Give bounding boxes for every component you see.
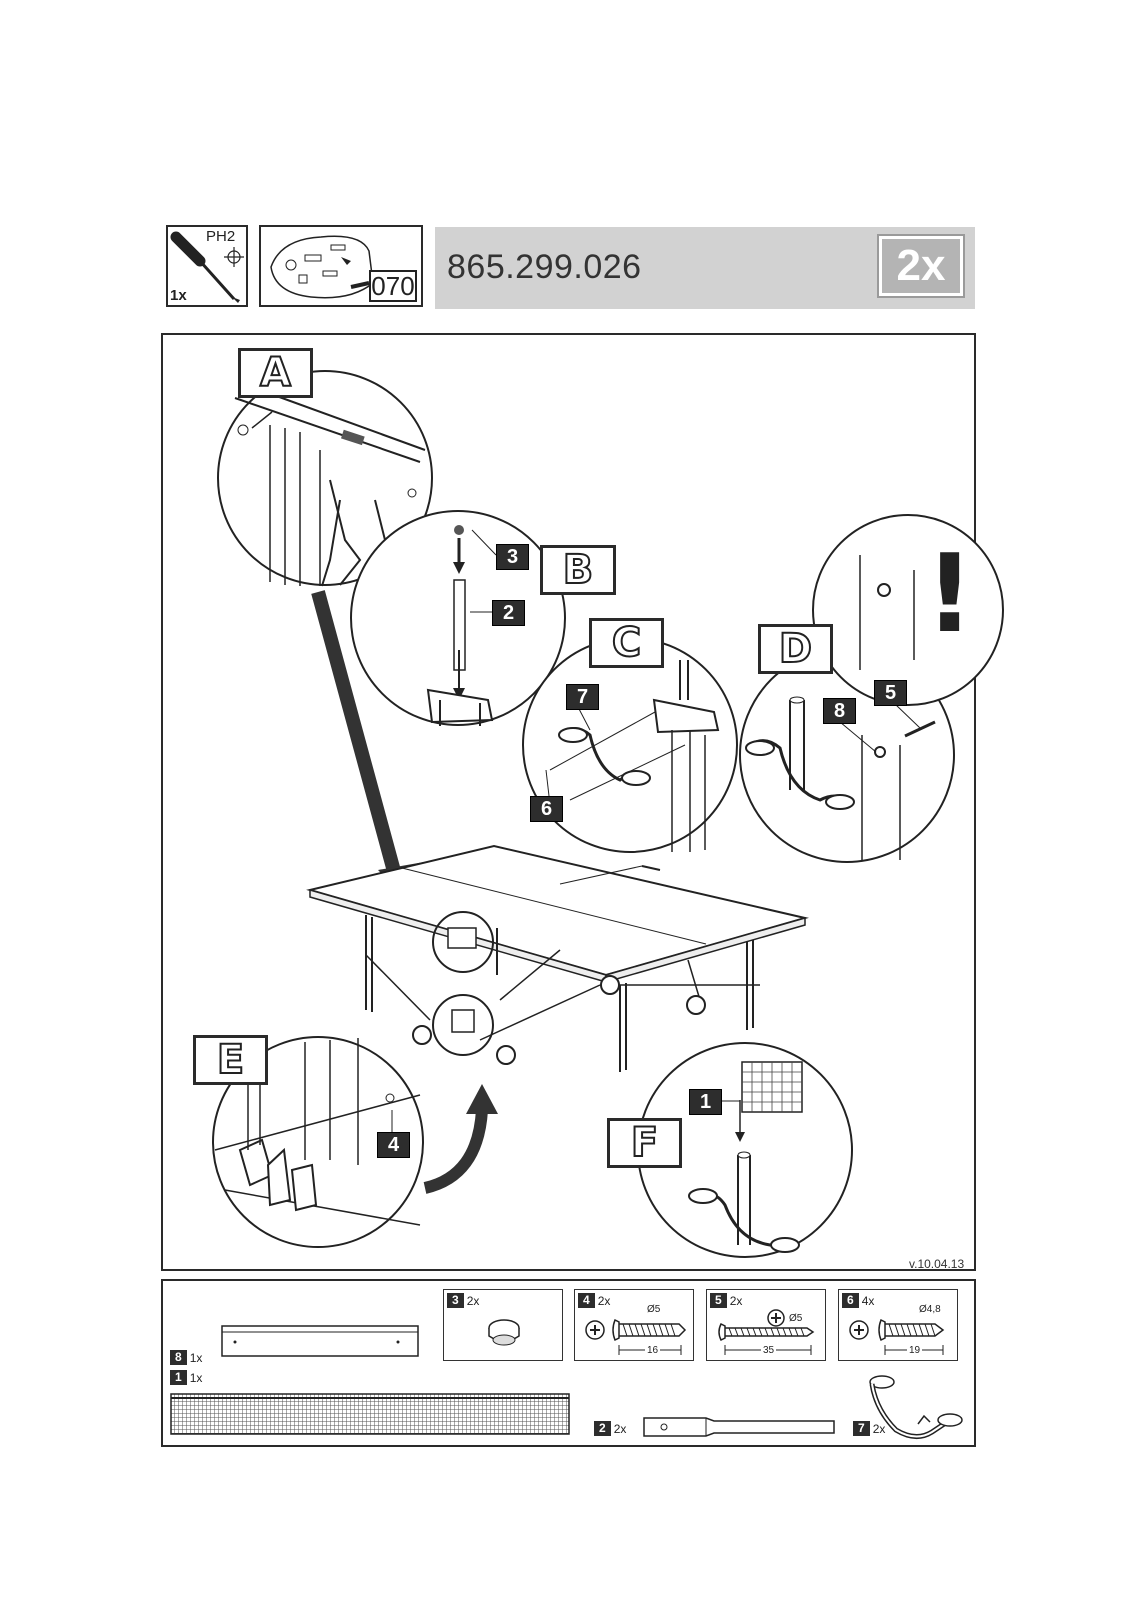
part-6-diameter: Ø4,8 [919, 1304, 941, 1315]
part-6-number: 6 [842, 1293, 859, 1309]
callout-6: 6 [530, 796, 563, 822]
part-4-quantity: 2x [597, 1293, 611, 1308]
step-f-label: F [607, 1118, 682, 1168]
part-5-quantity: 2x [729, 1293, 743, 1308]
part-8-number: 8 [170, 1350, 187, 1366]
callout-4: 4 [377, 1132, 410, 1158]
part-5-diameter: Ø5 [789, 1313, 803, 1324]
version-label: v.10.04.13 [909, 1257, 965, 1271]
part-4-length: 16 [645, 1345, 661, 1356]
part-number: 865.299.026 [447, 248, 642, 286]
set-quantity-badge: 2x [877, 234, 965, 298]
tool-quantity-label: 1x [170, 287, 187, 304]
part-4-number: 4 [578, 1293, 595, 1309]
hardware-bag-icon [270, 235, 374, 299]
part-6-quantity: 4x [861, 1293, 875, 1308]
part-8-quantity: 1x [189, 1350, 203, 1365]
warning-detail-illustration [812, 514, 1004, 706]
step-e-label: E [193, 1035, 268, 1085]
step-d-label: D [758, 624, 833, 674]
part-5-length: 35 [761, 1345, 777, 1356]
part-3-quantity: 2x [466, 1293, 480, 1308]
part-5-number: 5 [710, 1293, 727, 1309]
bag-code: 070 [369, 270, 417, 302]
detail-a-illustration [217, 370, 433, 587]
part-4-diameter: Ø5 [647, 1304, 661, 1315]
part-7-quantity: 2x [872, 1421, 886, 1436]
step-c-label: C [589, 618, 664, 668]
part-7-number: 7 [853, 1421, 870, 1437]
detail-b-illustration [350, 510, 566, 726]
callout-7: 7 [566, 684, 599, 710]
tool-screwdriver-box: PH2 1x [166, 225, 248, 307]
part-6-length: 19 [907, 1345, 923, 1356]
screwdriver-icon [170, 231, 244, 303]
part-2-number: 2 [594, 1421, 611, 1437]
callout-1: 1 [689, 1089, 722, 1115]
table-tennis-table-illustration [306, 844, 809, 1072]
part-8-strip-illustration [221, 1325, 419, 1357]
detail-e-illustration [212, 1036, 424, 1248]
callout-2: 2 [492, 600, 525, 626]
tool-size-label: PH2 [206, 228, 236, 245]
part-1-net-illustration [170, 1393, 570, 1435]
screw-6-icon [849, 1318, 945, 1355]
part-3-number: 3 [447, 1293, 464, 1309]
screw-4-icon [585, 1318, 687, 1355]
callout-3: 3 [496, 544, 529, 570]
part-2-quantity: 2x [613, 1421, 627, 1436]
warning-exclamation-icon: ! [925, 532, 975, 657]
end-cap-icon [488, 1319, 520, 1346]
part-7-bracket-illustration [869, 1375, 963, 1439]
callout-5: 5 [874, 680, 907, 706]
callout-8: 8 [823, 698, 856, 724]
part-1-number: 1 [170, 1370, 187, 1386]
step-a-label: A [238, 348, 313, 398]
step-b-label: B [540, 545, 616, 595]
part-2-post-illustration [643, 1417, 835, 1437]
part-1-quantity: 1x [189, 1370, 203, 1385]
